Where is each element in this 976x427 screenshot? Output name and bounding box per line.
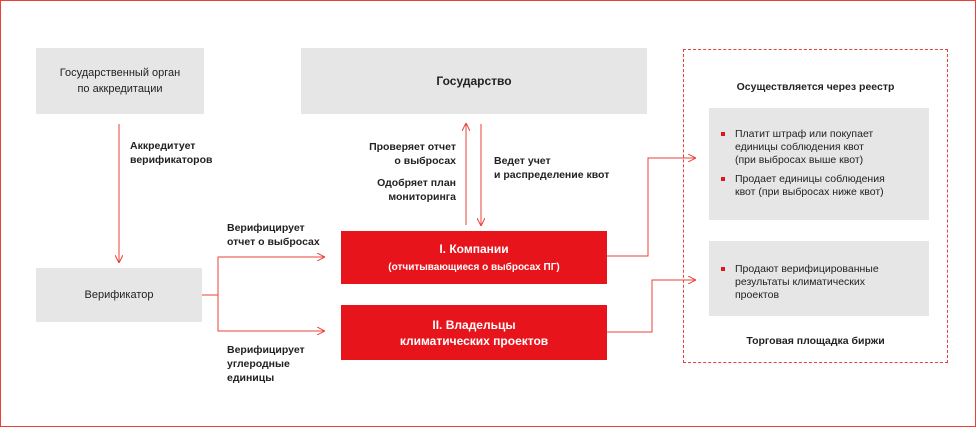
verifies-report-label: Верифицирует отчет о выбросах — [227, 221, 320, 249]
verifies-units-line3: единицы — [227, 372, 275, 384]
exchange-heading: Торговая площадка биржи — [746, 335, 885, 347]
project-owners-line1: II. Владельцы — [432, 317, 516, 332]
arrow-projects-to-exchange — [607, 280, 695, 333]
state-box: Государство — [301, 48, 647, 114]
approves-plan-label: Одобряет план мониторинга — [352, 176, 456, 204]
exchange-item: Продают верифицированные результаты клим… — [721, 263, 919, 302]
exchange-item-line1: Продают верифицированные — [735, 263, 879, 275]
exchange-list: Продают верифицированные результаты клим… — [721, 263, 919, 302]
arrow-verifier-to-companies — [202, 257, 324, 296]
arrow-verifier-to-projects — [217, 295, 324, 331]
accredits-label: Аккредитует верификаторов — [130, 139, 212, 167]
verifies-report-line1: Верифицирует — [227, 222, 305, 234]
registry-heading: Осуществляется через реестр — [736, 81, 895, 93]
state-label: Государство — [436, 74, 512, 88]
registry-item-1-line2: единицы соблюдения квот — [735, 141, 864, 153]
checks-report-line2: о выбросах — [394, 155, 456, 167]
accreditation-body-line2: по аккредитации — [77, 83, 163, 95]
accreditation-body-line1: Государственный орган — [59, 67, 181, 79]
verifies-units-line1: Верифицирует — [227, 344, 305, 356]
approves-plan-line1: Одобряет план — [377, 177, 456, 189]
arrow-companies-to-registry — [607, 158, 695, 257]
verifies-units-line2: углеродные — [227, 358, 290, 370]
registry-item-1-line1: Платит штраф или покупает — [735, 128, 874, 140]
approves-plan-line2: мониторинга — [388, 191, 456, 203]
registry-item: Продает единицы соблюдения квот (при выб… — [721, 173, 919, 199]
quota-accounting-label: Ведет учет и распределение квот — [494, 154, 609, 182]
registry-item-2-line2: квот (при выбросах ниже квот) — [735, 186, 884, 198]
checks-report-line1: Проверяет отчет — [369, 141, 456, 153]
registry-item-1-line3: (при выбросах выше квот) — [735, 154, 864, 166]
companies-title: I. Компании — [439, 241, 509, 256]
exchange-item-line2: результаты климатических — [735, 276, 865, 288]
quota-accounting-line1: Ведет учет — [494, 155, 551, 167]
project-owners-box: II. Владельцы климатических проектов — [341, 305, 607, 360]
companies-subtitle: (отчитывающиеся о выбросах ПГ) — [388, 261, 560, 273]
companies-box: I. Компании (отчитывающиеся о выбросах П… — [341, 231, 607, 284]
accredits-label-line2: верификаторов — [130, 154, 213, 166]
registry-item-2-line1: Продает единицы соблюдения — [735, 173, 885, 185]
checks-report-label: Проверяет отчет о выбросах — [352, 140, 456, 168]
registry-item: Платит штраф или покупает единицы соблюд… — [721, 128, 919, 167]
verifies-units-label: Верифицирует углеродные единицы — [227, 343, 305, 385]
accredits-label-line1: Аккредитует — [130, 140, 196, 152]
quota-accounting-line2: и распределение квот — [494, 169, 610, 181]
registry-box: Платит штраф или покупает единицы соблюд… — [709, 108, 929, 220]
exchange-item-line3: проектов — [735, 289, 780, 301]
project-owners-line2: климатических проектов — [399, 333, 549, 348]
verifies-report-line2: отчет о выбросах — [227, 236, 320, 248]
accreditation-body-box: Государственный орган по аккредитации — [36, 48, 204, 114]
market-container — [683, 49, 948, 363]
exchange-box: Продают верифицированные результаты клим… — [709, 241, 929, 316]
registry-list: Платит штраф или покупает единицы соблюд… — [721, 128, 919, 199]
verifier-box: Верификатор — [36, 268, 202, 322]
verifier-label: Верификатор — [84, 289, 154, 301]
